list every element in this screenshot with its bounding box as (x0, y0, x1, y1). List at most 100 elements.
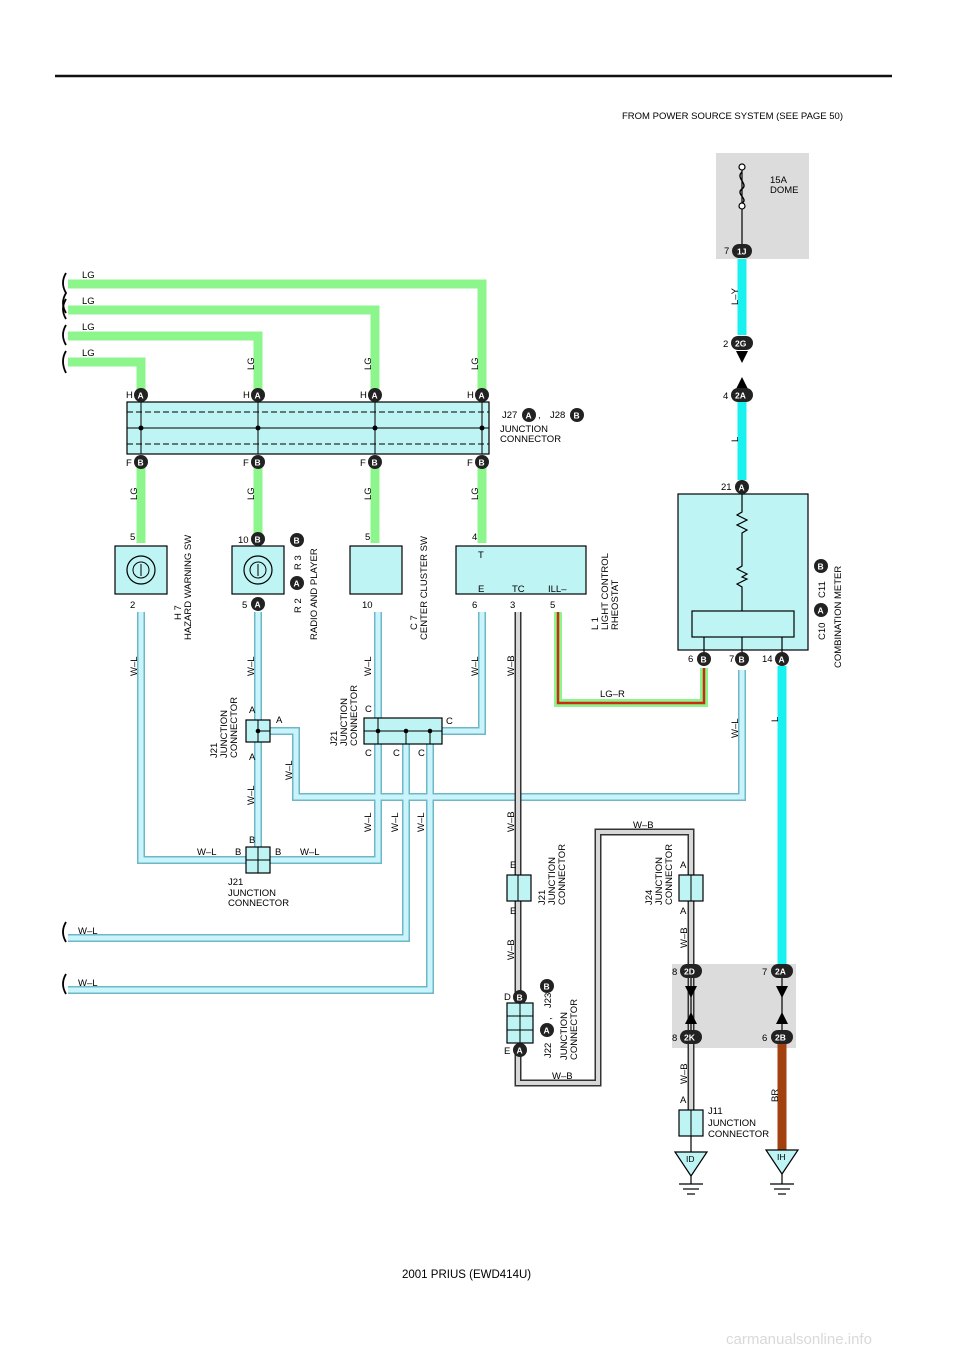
svg-text:6: 6 (688, 654, 693, 665)
svg-text:B: B (294, 536, 300, 546)
badge-b: B (735, 652, 749, 666)
badge-2d: 2D (680, 964, 702, 978)
w-l-label: W–L (284, 760, 295, 780)
wire-lg-1 (68, 357, 146, 394)
wire-w-l-out-1 (68, 744, 409, 941)
svg-text:F: F (126, 458, 132, 469)
wire-group-w-l (68, 612, 746, 994)
svg-text:B: B (544, 982, 550, 992)
w-b-label: W–B (633, 820, 654, 831)
w-b-label: W–B (506, 939, 517, 960)
svg-text:10: 10 (238, 535, 249, 546)
badge-b: B (251, 532, 265, 546)
j21-connector-a (245, 719, 271, 743)
svg-text:B: B (701, 655, 707, 665)
wire-w-l-l1 (442, 612, 485, 734)
svg-text:2A: 2A (735, 391, 746, 401)
svg-text:J21: J21 (329, 731, 340, 746)
wire-label-l: L (730, 437, 741, 442)
badge-b: B (513, 990, 527, 1004)
svg-text:JUNCTION: JUNCTION (339, 698, 350, 746)
badge-b: B (290, 533, 304, 547)
fuse-box (716, 153, 809, 259)
wire-w-b-loop (516, 830, 693, 1085)
badge-a: A (475, 388, 489, 402)
svg-text:CONNECTOR: CONNECTOR (708, 1129, 769, 1140)
h7-id: H 7 (173, 605, 184, 620)
badge-b: B (475, 455, 489, 469)
j21-connector-b (245, 846, 271, 874)
svg-text:A: A (779, 655, 785, 665)
svg-text:8: 8 (672, 967, 677, 978)
j21-connector-b-label: J21 JUNCTION CONNECTOR (228, 877, 289, 909)
wire-group-lg (68, 279, 487, 543)
svg-text:B: B (372, 458, 378, 468)
badge-b: B (251, 455, 265, 469)
svg-text:21: 21 (721, 482, 732, 493)
svg-text:B: B (255, 535, 261, 545)
fuse-name: DOME (770, 185, 799, 196)
svg-text:J27: J27 (502, 410, 517, 421)
svg-text:A: A (680, 860, 687, 871)
wire-label-l-y: L–Y (730, 287, 741, 305)
j21-connector-e (506, 874, 532, 902)
svg-text:A: A (255, 391, 261, 401)
lg-label: LG (82, 270, 95, 281)
badge-a: A (540, 1023, 554, 1037)
w-l-label: W–L (78, 926, 98, 937)
wire-w-l-out-2 (68, 744, 433, 993)
svg-text:E: E (504, 1046, 510, 1057)
badge-a: A (513, 1043, 527, 1057)
connector-arrows (685, 351, 788, 1024)
junction-connector-j27-j28 (126, 401, 490, 455)
wire-label-lg-r: LG–R (600, 689, 625, 700)
badge-a: A (368, 388, 382, 402)
w-b-labels: W–B W–B W–B W–B W–B W–B W–B (506, 655, 690, 1084)
lg-label-vertical: LG (246, 487, 257, 500)
lg-label-vertical: LG (470, 357, 481, 370)
badge-b: B (570, 408, 584, 422)
svg-text:1J: 1J (737, 247, 747, 257)
wire-group-l (737, 259, 787, 965)
svg-text:E: E (510, 906, 516, 917)
svg-text:CONNECTOR: CONNECTOR (349, 685, 360, 746)
wire-lg-2 (68, 331, 263, 394)
l1-term-t: T (478, 550, 484, 561)
w-l-label: W–L (78, 978, 98, 989)
j21-connector-c (363, 717, 443, 745)
l1-name-1: LIGHT CONTROL (600, 553, 611, 630)
w-l-label: W–L (129, 656, 140, 676)
svg-text:CONNECTOR: CONNECTOR (229, 697, 240, 758)
svg-text:6: 6 (762, 1033, 767, 1044)
l1-term-tc: TC (512, 584, 525, 595)
h7-name: HAZARD WARNING SW (183, 535, 194, 640)
j21-connector-a-label: J21 JUNCTION CONNECTOR (209, 697, 240, 758)
w-b-label: W–B (679, 1063, 690, 1084)
svg-text:A: A (544, 1026, 550, 1036)
w-l-label: W–L (470, 656, 481, 676)
wire-w-l-h7 (138, 612, 258, 863)
badge-1j: 1J (732, 244, 752, 258)
w-l-label: W–L (363, 812, 374, 832)
badge-2k: 2K (680, 1030, 702, 1044)
svg-text:R 3: R 3 (293, 555, 304, 570)
lg-label-vertical: LG (129, 487, 140, 500)
svg-text:A: A (255, 600, 261, 610)
svg-text:J21: J21 (209, 743, 220, 758)
j11-connector (678, 1109, 704, 1152)
connector-badges: A A A A B B B B A B B A B A 1J 2G 2A A B… (134, 244, 828, 1057)
svg-text:B: B (818, 562, 824, 572)
j11-connector-label: J11 JUNCTION CONNECTOR (708, 1106, 769, 1140)
power-source-note: FROM POWER SOURCE SYSTEM (SEE PAGE 50) (622, 111, 843, 122)
svg-text:H: H (360, 390, 367, 401)
w-l-label: W–L (390, 812, 401, 832)
svg-text:CONNECTOR: CONNECTOR (569, 999, 580, 1060)
svg-text:H: H (467, 390, 474, 401)
svg-text:CONNECTOR: CONNECTOR (228, 898, 289, 909)
svg-text:A: A (680, 906, 687, 917)
badge-b: B (368, 455, 382, 469)
svg-text:C: C (446, 716, 453, 727)
w-b-label: W–B (506, 811, 517, 832)
svg-text:B: B (249, 835, 255, 846)
center-cluster-switch (349, 545, 403, 595)
